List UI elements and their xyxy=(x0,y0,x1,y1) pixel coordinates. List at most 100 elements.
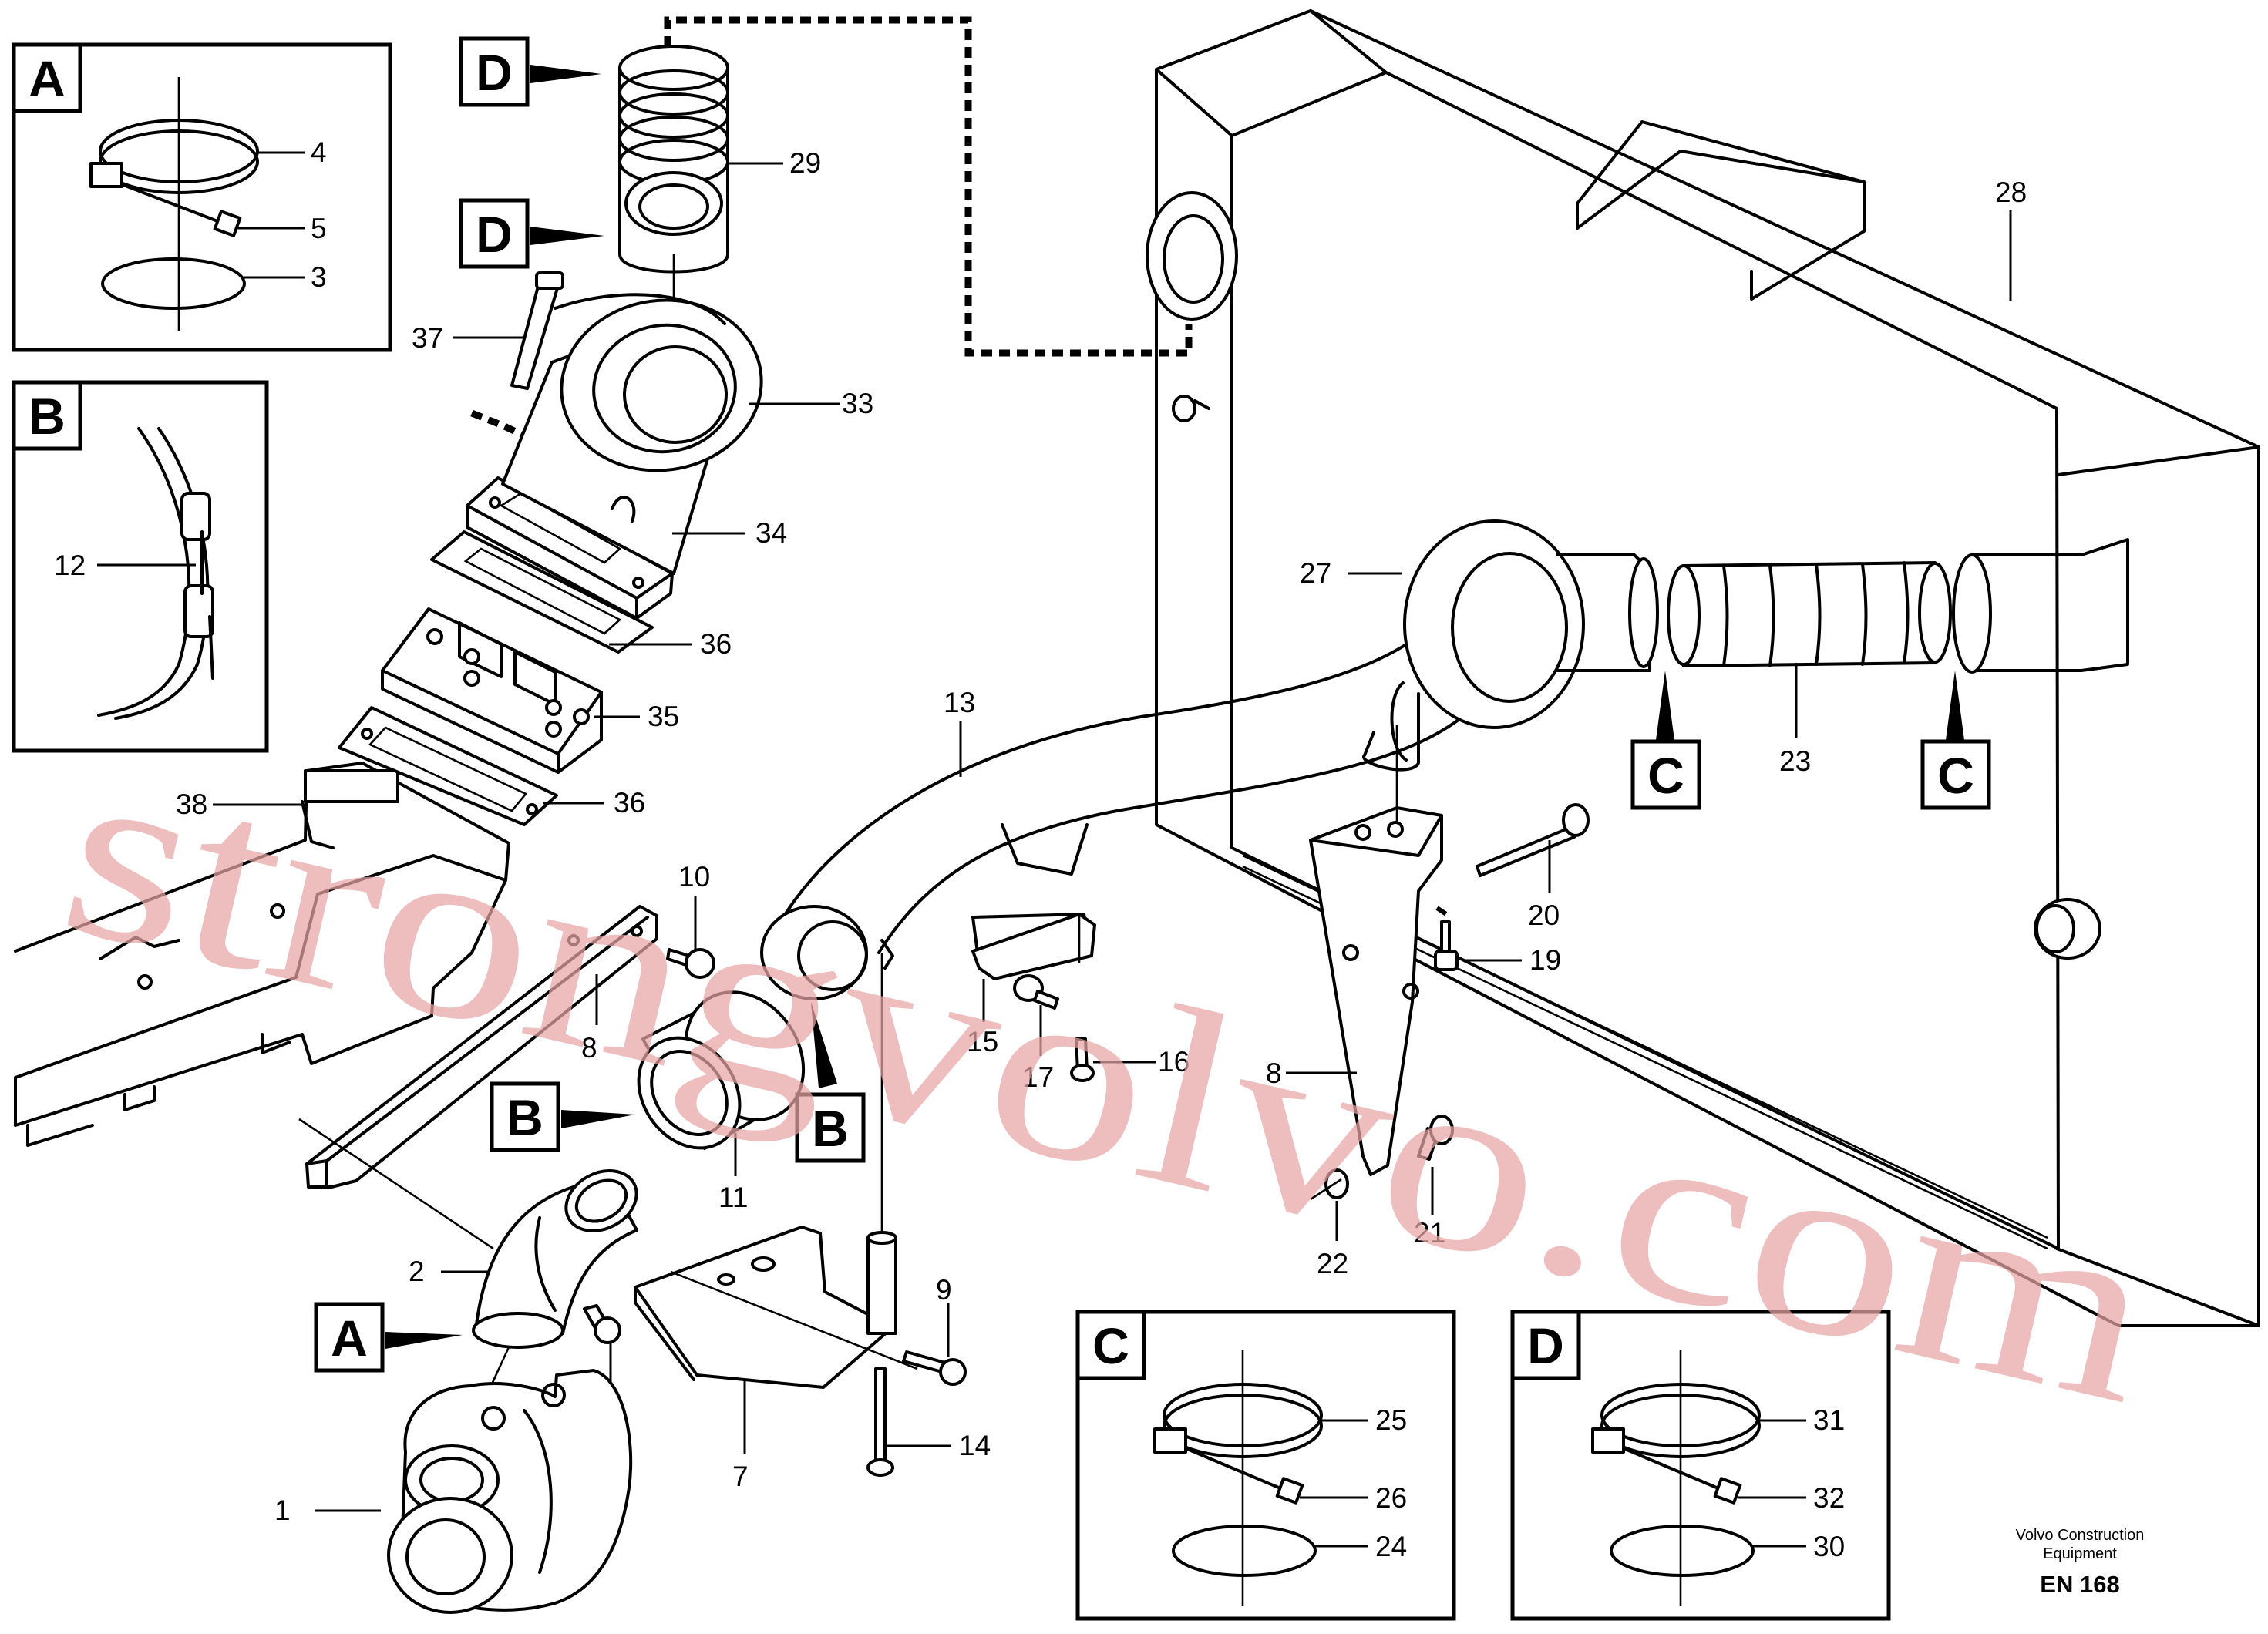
footer-block: Volvo Construction Equipment EN 168 xyxy=(2016,1527,2145,1598)
support-bracket-part-18: 8 xyxy=(1266,725,1443,1176)
clamp-ring-part-31 xyxy=(1591,1383,1761,1458)
svg-text:C: C xyxy=(1647,747,1684,804)
callout-30: 30 xyxy=(1813,1531,1845,1562)
detail-box-d: D 31 32 30 xyxy=(1510,1310,1891,1621)
callout-34: 34 xyxy=(755,517,787,549)
washer-part-22: 22 xyxy=(1310,1168,1349,1279)
bolt-part-19: 19 xyxy=(1434,906,1561,976)
callout-11: 11 xyxy=(718,1182,748,1213)
routing-dashed-line-manifold xyxy=(470,409,527,440)
callout-8-bar: 8 xyxy=(581,1032,597,1064)
clamp-ring-part-25 xyxy=(1153,1383,1323,1458)
callout-3: 3 xyxy=(311,261,327,293)
callout-23: 23 xyxy=(1779,745,1811,777)
bolt-part-5 xyxy=(122,183,242,237)
callout-20: 20 xyxy=(1528,899,1560,931)
callout-17: 17 xyxy=(1022,1061,1054,1093)
bellows-hose-part-23: 23 xyxy=(1667,561,1952,777)
callout-21: 21 xyxy=(1414,1217,1445,1249)
o-ring-part-30 xyxy=(1610,1525,1755,1577)
footer-brand-line2: Equipment xyxy=(2043,1545,2117,1562)
bolt-part-14: 14 xyxy=(866,1367,991,1477)
charge-air-cooler-part-28: 28 xyxy=(1146,9,2260,1327)
cooler-top-bracket xyxy=(1576,120,1866,301)
hose-sleeve-part-11: 11 xyxy=(637,990,806,1213)
detail-box-c: C 25 26 24 xyxy=(1075,1310,1456,1621)
callout-13: 13 xyxy=(944,687,975,718)
callout-36-lower: 36 xyxy=(614,787,645,819)
heat-shield-part-7: 7 xyxy=(634,1226,918,1492)
bracket-part-15: 15 xyxy=(967,913,1096,1057)
bolt-part-21: 21 xyxy=(1414,1115,1454,1249)
callout-38: 38 xyxy=(176,788,207,820)
throttle-block-part-35 xyxy=(381,607,603,774)
callout-12: 12 xyxy=(54,550,86,581)
detail-box-b-letter: B xyxy=(29,388,66,445)
callout-16: 16 xyxy=(1158,1046,1190,1078)
cooler-side-stub xyxy=(2034,898,2101,960)
clamp-ring-part-4 xyxy=(89,119,259,194)
callout-2: 2 xyxy=(409,1256,425,1287)
screw-part-17: 17 xyxy=(1013,974,1059,1093)
gasket-part-36-upper xyxy=(430,530,654,654)
bolt-part-32 xyxy=(1624,1447,1742,1505)
callout-15: 15 xyxy=(967,1026,998,1057)
callout-4: 4 xyxy=(311,136,327,168)
label-b-left: B xyxy=(490,1081,635,1152)
callout-25: 25 xyxy=(1375,1404,1407,1436)
callout-28: 28 xyxy=(1995,177,2027,208)
callout-32: 32 xyxy=(1813,1482,1845,1514)
bolt-part-26 xyxy=(1186,1447,1304,1505)
svg-text:A: A xyxy=(331,1310,368,1367)
assembly-axis-bar xyxy=(298,1118,494,1250)
callout-22: 22 xyxy=(1317,1248,1348,1279)
hose-clamp-part-12 xyxy=(97,427,214,720)
callout-33: 33 xyxy=(842,388,873,419)
support-bar-part-8: 8 xyxy=(305,905,658,1189)
spacer-tube-part-9: 9 xyxy=(866,953,967,1386)
callout-9: 9 xyxy=(936,1274,952,1306)
bolt-part-20: 20 xyxy=(1476,803,1590,931)
callout-31: 31 xyxy=(1813,1404,1845,1436)
bolt-part-10: 10 xyxy=(666,861,715,979)
label-b-right: B xyxy=(795,1002,866,1163)
detail-box-b: B 12 xyxy=(12,380,269,753)
callout-8-bracket: 8 xyxy=(1266,1057,1282,1089)
detail-box-a-letter: A xyxy=(29,50,66,107)
callout-19: 19 xyxy=(1529,944,1561,976)
callout-29: 29 xyxy=(789,147,821,179)
label-d-upper: D xyxy=(459,36,601,107)
callout-1: 1 xyxy=(274,1494,291,1526)
callout-36-upper: 36 xyxy=(700,628,732,660)
svg-text:B: B xyxy=(506,1089,543,1146)
o-ring-part-24 xyxy=(1172,1525,1317,1577)
callout-35: 35 xyxy=(648,701,679,732)
o-ring-part-3 xyxy=(101,257,246,310)
footer-brand-line1: Volvo Construction xyxy=(2016,1527,2145,1544)
cooler-upper-inlet-pipe xyxy=(1146,191,1238,321)
svg-text:C: C xyxy=(1937,747,1974,804)
detail-box-c-letter: C xyxy=(1092,1317,1129,1374)
detail-box-d-letter: D xyxy=(1527,1317,1564,1374)
gasket-part-36-lower xyxy=(338,706,558,826)
rubber-elbow-part-2: 2 xyxy=(409,1169,638,1349)
callout-37: 37 xyxy=(412,322,443,354)
intake-manifold-part-38: 38 xyxy=(14,762,510,1147)
screw-part-16: 16 xyxy=(1070,1037,1190,1082)
callout-10: 10 xyxy=(678,861,710,893)
bellows-hose-part-29: 29 xyxy=(618,45,821,298)
label-a-main: A xyxy=(314,1302,463,1373)
figure-code: EN 168 xyxy=(2040,1571,2119,1598)
svg-text:B: B xyxy=(812,1100,849,1157)
routing-dashed-line-d xyxy=(664,16,1193,357)
label-c-left: C xyxy=(1630,671,1701,810)
detail-box-a: A 4 5 3 xyxy=(12,42,392,352)
turbocharger-part-1: 1 xyxy=(274,1369,633,1614)
bolt-part-37: 37 xyxy=(412,271,564,390)
callout-14: 14 xyxy=(959,1430,991,1461)
label-c-right: C xyxy=(1920,671,1991,810)
cooler-lower-outlet-pipe xyxy=(1952,538,2129,674)
adapter-flange-part-34 xyxy=(466,476,674,620)
svg-text:D: D xyxy=(476,206,513,263)
